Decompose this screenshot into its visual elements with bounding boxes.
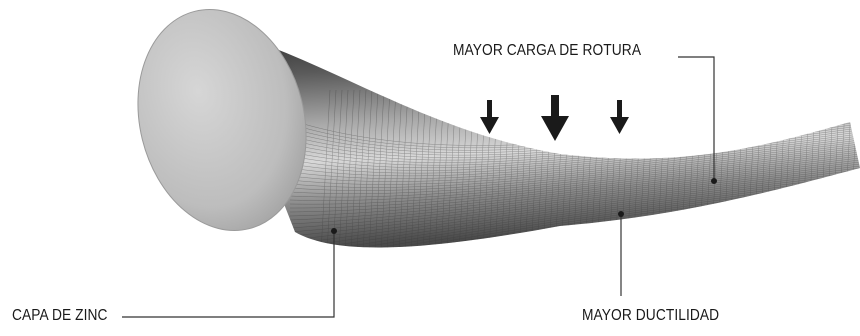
label-ductility: MAYOR DUCTILIDAD [582,307,720,324]
leader-line-breaking-load [678,56,717,184]
wire-body [215,28,860,248]
label-breaking-load: MAYOR CARGA DE ROTURA [453,42,642,59]
arrow-down-icon [610,100,629,134]
leader-line-ductility [618,211,624,296]
cross-section-face [137,9,307,231]
leader-line-zinc-layer [122,228,337,318]
arrow-down-icon [541,95,569,141]
arrow-down-icon [480,100,499,134]
label-zinc-layer: CAPA DE ZINC [12,307,108,324]
